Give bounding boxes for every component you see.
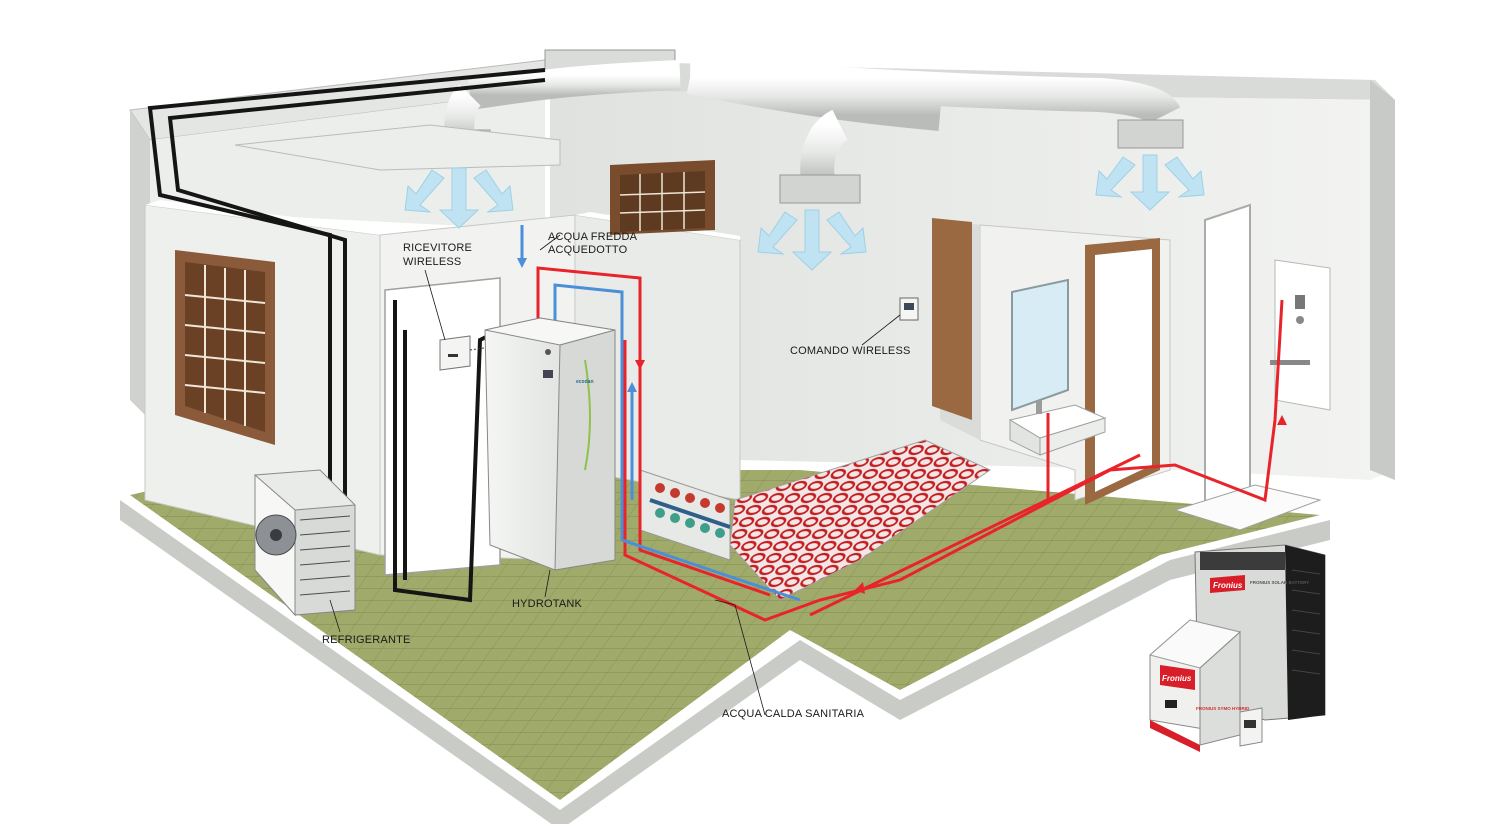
sink xyxy=(1008,400,1107,456)
mirror xyxy=(1011,278,1069,412)
cold-water-arrows xyxy=(517,258,637,392)
hydrotank-unit: ecodan xyxy=(484,317,616,571)
ventilation-ducts xyxy=(234,49,1184,204)
battery-brand-text: Fronius xyxy=(1213,581,1243,590)
label-hydrotank: HYDROTANK xyxy=(512,598,583,610)
bathroom-walls xyxy=(932,203,1331,531)
label-ricevitore-1: RICEVITORE xyxy=(403,242,472,254)
inverter-brand-text: Fronius xyxy=(1162,674,1192,683)
manifold xyxy=(639,469,731,561)
label-acqua-fredda-2: ACQUEDOTTO xyxy=(548,244,628,256)
outdoor-unit xyxy=(254,469,356,617)
wireless-thermostat xyxy=(899,297,919,321)
battery-model-text: FRONIUS SOLAR BATTERY xyxy=(1250,580,1309,585)
air-flow-arrow-3 xyxy=(1095,154,1205,211)
callout-lines xyxy=(329,234,901,716)
label-ricevitore-2: WIRELESS xyxy=(403,256,461,268)
air-flow-arrows xyxy=(404,154,1205,271)
wireless-receiver xyxy=(439,335,485,371)
hot-water-pipes xyxy=(536,266,1284,622)
hydrotank-brand: ecodan xyxy=(576,379,594,385)
air-flow-arrow-1 xyxy=(404,167,514,229)
label-refrigerante: REFRIGERANTE xyxy=(322,634,411,646)
air-flow-arrow-2 xyxy=(757,209,867,271)
cold-water-pipes xyxy=(520,225,801,602)
label-acqua-fredda-1: ACQUA FREDDA xyxy=(548,231,638,243)
fronius-inverter: Fronius FRONIUS SYMO HYBRID xyxy=(1148,619,1263,752)
refrigerant-lines xyxy=(147,68,546,603)
hot-water-arrows xyxy=(635,360,1287,594)
labels: ACQUA FREDDA ACQUEDOTTO RICEVITORE WIREL… xyxy=(322,231,911,720)
left-window xyxy=(175,250,275,445)
inverter-model-text: FRONIUS SYMO HYBRID xyxy=(1196,706,1250,711)
shower xyxy=(1173,203,1331,531)
label-comando-wireless: COMANDO WIRELESS xyxy=(790,345,911,357)
label-acqua-calda-sanitaria: ACQUA CALDA SANITARIA xyxy=(722,708,865,720)
